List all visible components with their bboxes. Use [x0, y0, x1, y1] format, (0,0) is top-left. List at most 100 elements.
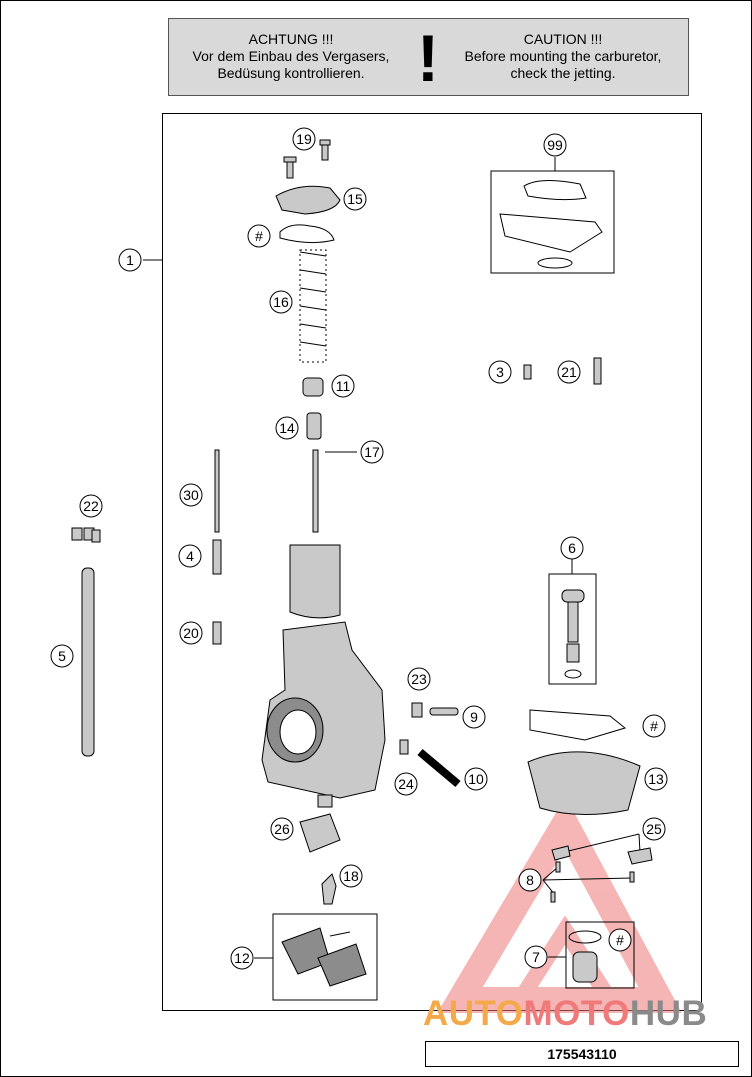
- part-idle-screw-6: [561, 589, 585, 679]
- english-title: CAUTION !!!: [523, 31, 603, 47]
- callout-3: 3: [488, 360, 512, 384]
- svg-text:25: 25: [646, 821, 662, 837]
- part-carburetor-body: [261, 621, 386, 808]
- callout-11: 11: [331, 374, 355, 398]
- callout-15: 15: [343, 187, 367, 211]
- part-plate-25a: [551, 845, 571, 861]
- part-rod-10: [417, 748, 461, 788]
- svg-text:8: 8: [526, 872, 534, 888]
- part-gasket-ring: [523, 180, 587, 201]
- part-needle-holder-11: [302, 377, 324, 397]
- part-spring-16: [299, 249, 327, 363]
- part-plate-25b: [627, 847, 653, 865]
- english-warning: CAUTION !!! Before mounting the carburet…: [447, 31, 679, 82]
- callout-18: 18: [339, 864, 363, 888]
- part-spring-23: [411, 702, 423, 718]
- part-jet-20: [212, 621, 222, 645]
- german-warning: ACHTUNG !!! Vor dem Einbau des Vergasers…: [175, 31, 407, 82]
- assembly-frame: [162, 113, 702, 1011]
- callout-14: 14: [275, 416, 299, 440]
- svg-text:6: 6: [568, 540, 576, 556]
- callout-23: 23: [407, 667, 431, 691]
- part-jet-3: [523, 364, 532, 380]
- callout-10: 10: [464, 767, 488, 791]
- callout-19: 19: [292, 127, 316, 151]
- part-needle-30: [214, 449, 220, 533]
- callout-16: 16: [269, 290, 293, 314]
- svg-text:22: 22: [83, 498, 99, 514]
- svg-text:99: 99: [547, 137, 563, 153]
- svg-text:7: 7: [532, 949, 540, 965]
- part-needle-jet-4: [212, 539, 222, 575]
- svg-text:5: 5: [58, 648, 66, 664]
- svg-text:3: 3: [496, 364, 504, 380]
- part-top-cover-15: [275, 185, 341, 215]
- exclamation-icon: !: [417, 21, 439, 95]
- callout-26: 26: [270, 817, 294, 841]
- part-slide: [289, 544, 341, 619]
- svg-text:26: 26: [274, 821, 290, 837]
- gasket-set-box: [490, 170, 615, 274]
- german-title: ACHTUNG !!!: [248, 31, 334, 47]
- svg-text:#: #: [255, 228, 263, 244]
- svg-text:1: 1: [126, 252, 134, 268]
- svg-text:11: 11: [336, 378, 351, 394]
- svg-text:4: 4: [186, 548, 194, 564]
- callout-7: 7: [524, 945, 548, 969]
- callout-24: 24: [394, 772, 418, 796]
- part-spring-24: [399, 739, 409, 755]
- callout-4: 4: [178, 544, 202, 568]
- callout-hash-2: #: [642, 714, 666, 738]
- svg-text:18: 18: [343, 868, 359, 884]
- part-clip-14: [306, 412, 322, 440]
- leader-lines: [143, 157, 641, 959]
- drain-plug-box: [565, 921, 635, 989]
- callout-22: 22: [79, 494, 103, 518]
- svg-text:15: 15: [347, 191, 363, 207]
- callout-1: 1: [118, 248, 142, 272]
- part-screw-8c: [550, 891, 556, 903]
- callout-12: 12: [230, 946, 254, 970]
- callout-hash-1: #: [247, 224, 271, 248]
- callout-20: 20: [179, 621, 203, 645]
- svg-text:10: 10: [468, 771, 484, 787]
- part-screw-8a: [555, 861, 561, 873]
- svg-text:#: #: [650, 718, 658, 734]
- part-cover-gasket: [279, 224, 335, 244]
- svg-text:16: 16: [273, 294, 289, 310]
- part-screws-19: [283, 139, 331, 179]
- svg-text:30: 30: [183, 487, 199, 503]
- german-line1: Vor dem Einbau des Vergasers,: [192, 48, 390, 64]
- part-float-bowl-13: [527, 751, 641, 815]
- callout-hash-3: #: [608, 928, 632, 952]
- svg-text:21: 21: [561, 364, 577, 380]
- watermark-text: AUTOMOTOHUB: [423, 994, 708, 1033]
- german-line2: Bedüsung kontrollieren.: [217, 65, 365, 81]
- svg-text:9: 9: [470, 709, 478, 725]
- part-clamps-22: [71, 527, 101, 543]
- part-screw-8b: [629, 871, 635, 883]
- part-o-ring: [537, 257, 573, 269]
- callout-21: 21: [557, 360, 581, 384]
- svg-text:13: 13: [648, 771, 664, 787]
- callout-17: 17: [360, 440, 384, 464]
- svg-text:23: 23: [411, 671, 427, 687]
- svg-text:12: 12: [234, 950, 250, 966]
- caution-box: ACHTUNG !!! Vor dem Einbau des Vergasers…: [168, 18, 689, 96]
- callout-5: 5: [50, 644, 74, 668]
- part-bowl-gasket: [529, 709, 627, 741]
- part-accelerator-26: [299, 813, 341, 853]
- callout-6: 6: [560, 536, 584, 560]
- svg-text:19: 19: [296, 131, 312, 147]
- part-float-valve-18: [321, 873, 337, 905]
- english-line1: Before mounting the carburetor,: [464, 48, 662, 64]
- english-line2: check the jetting.: [510, 65, 616, 81]
- reference-number: 175543110: [425, 1041, 739, 1067]
- callout-8: 8: [518, 868, 542, 892]
- float-box: [272, 913, 378, 1001]
- part-screw-9: [429, 707, 459, 716]
- part-drain-plug-7: [568, 930, 602, 983]
- svg-text:#: #: [616, 932, 624, 948]
- svg-text:20: 20: [183, 625, 199, 641]
